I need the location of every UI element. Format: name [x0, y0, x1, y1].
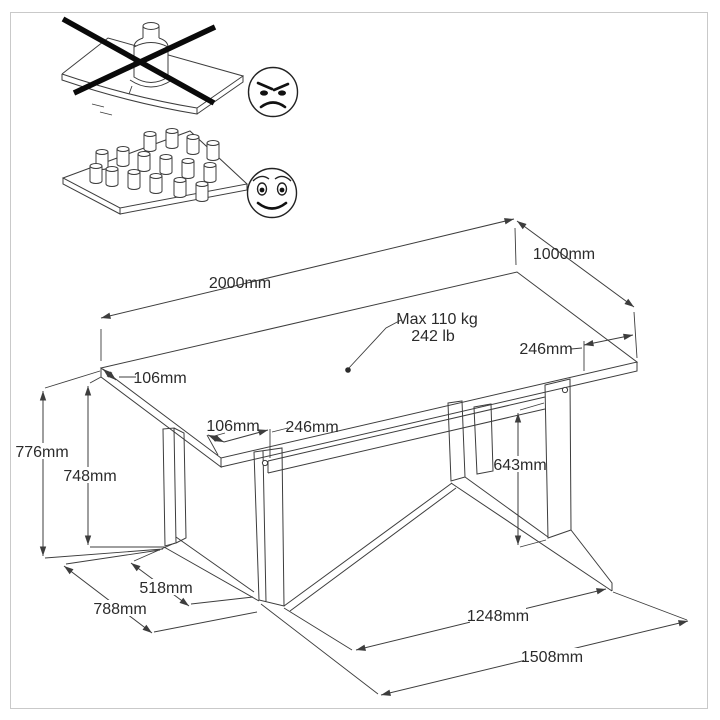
weight-can	[137, 151, 151, 172]
weight-can	[127, 169, 141, 190]
weight-can	[116, 146, 130, 167]
floor-lines	[283, 482, 457, 612]
dim-top-right-leg-inset: 246mm	[519, 341, 572, 358]
weight-can	[159, 154, 173, 175]
bending-panel	[61, 37, 245, 115]
weight-can	[203, 162, 217, 183]
no-concentrated-load-illustration	[61, 16, 245, 116]
angry-face-icon	[247, 66, 299, 118]
weight-can	[105, 166, 119, 187]
max-load-callout	[345, 319, 402, 373]
dim-legs-inner-distance: 1248mm	[467, 608, 529, 625]
dim-tabletop-length: 2000mm	[209, 275, 271, 292]
weight-can	[181, 158, 195, 179]
panel-stress-marks	[91, 85, 133, 116]
weight-can	[89, 163, 103, 184]
dim-beam-offset: 106mm	[206, 418, 259, 435]
dimension-labels: 2000mm 1000mm 246mm 106mm 106mm 246mm 77…	[15, 246, 595, 666]
weight-cans	[89, 128, 220, 202]
image-border	[10, 12, 708, 709]
max-load-label: Max 110 kg	[396, 311, 478, 328]
dim-corner-edge: 106mm	[133, 370, 186, 387]
weight-can	[165, 128, 179, 149]
weight-can	[173, 177, 187, 198]
dimension-lines	[39, 218, 689, 696]
extension-lines	[44, 227, 688, 695]
screw-dot	[561, 386, 569, 394]
dim-foot-outer-span: 788mm	[93, 601, 146, 618]
dim-tabletop-width: 1000mm	[533, 246, 595, 263]
weight-can	[206, 140, 220, 161]
dim-foot-inner-span: 518mm	[139, 580, 192, 597]
cross-mark-icon	[61, 16, 217, 106]
weight-can	[195, 181, 209, 202]
weight-can	[143, 131, 157, 152]
load-point-dot	[345, 367, 351, 373]
dim-beam-inset: 246mm	[285, 419, 338, 436]
weight-can	[149, 173, 163, 194]
distributed-load-illustration	[61, 128, 249, 215]
table-drawing	[99, 271, 639, 612]
weight-can	[186, 134, 200, 155]
right-leg	[447, 378, 613, 592]
dim-legs-outer-distance: 1508mm	[521, 649, 583, 666]
dim-leg-inner-height: 643mm	[493, 457, 546, 474]
dim-underside-height: 748mm	[63, 468, 116, 485]
screw-dot	[261, 459, 269, 467]
max-load-pounds-label: 242 lb	[411, 328, 455, 345]
dim-overall-height: 776mm	[15, 444, 68, 461]
smiley-face-icon	[246, 167, 298, 219]
